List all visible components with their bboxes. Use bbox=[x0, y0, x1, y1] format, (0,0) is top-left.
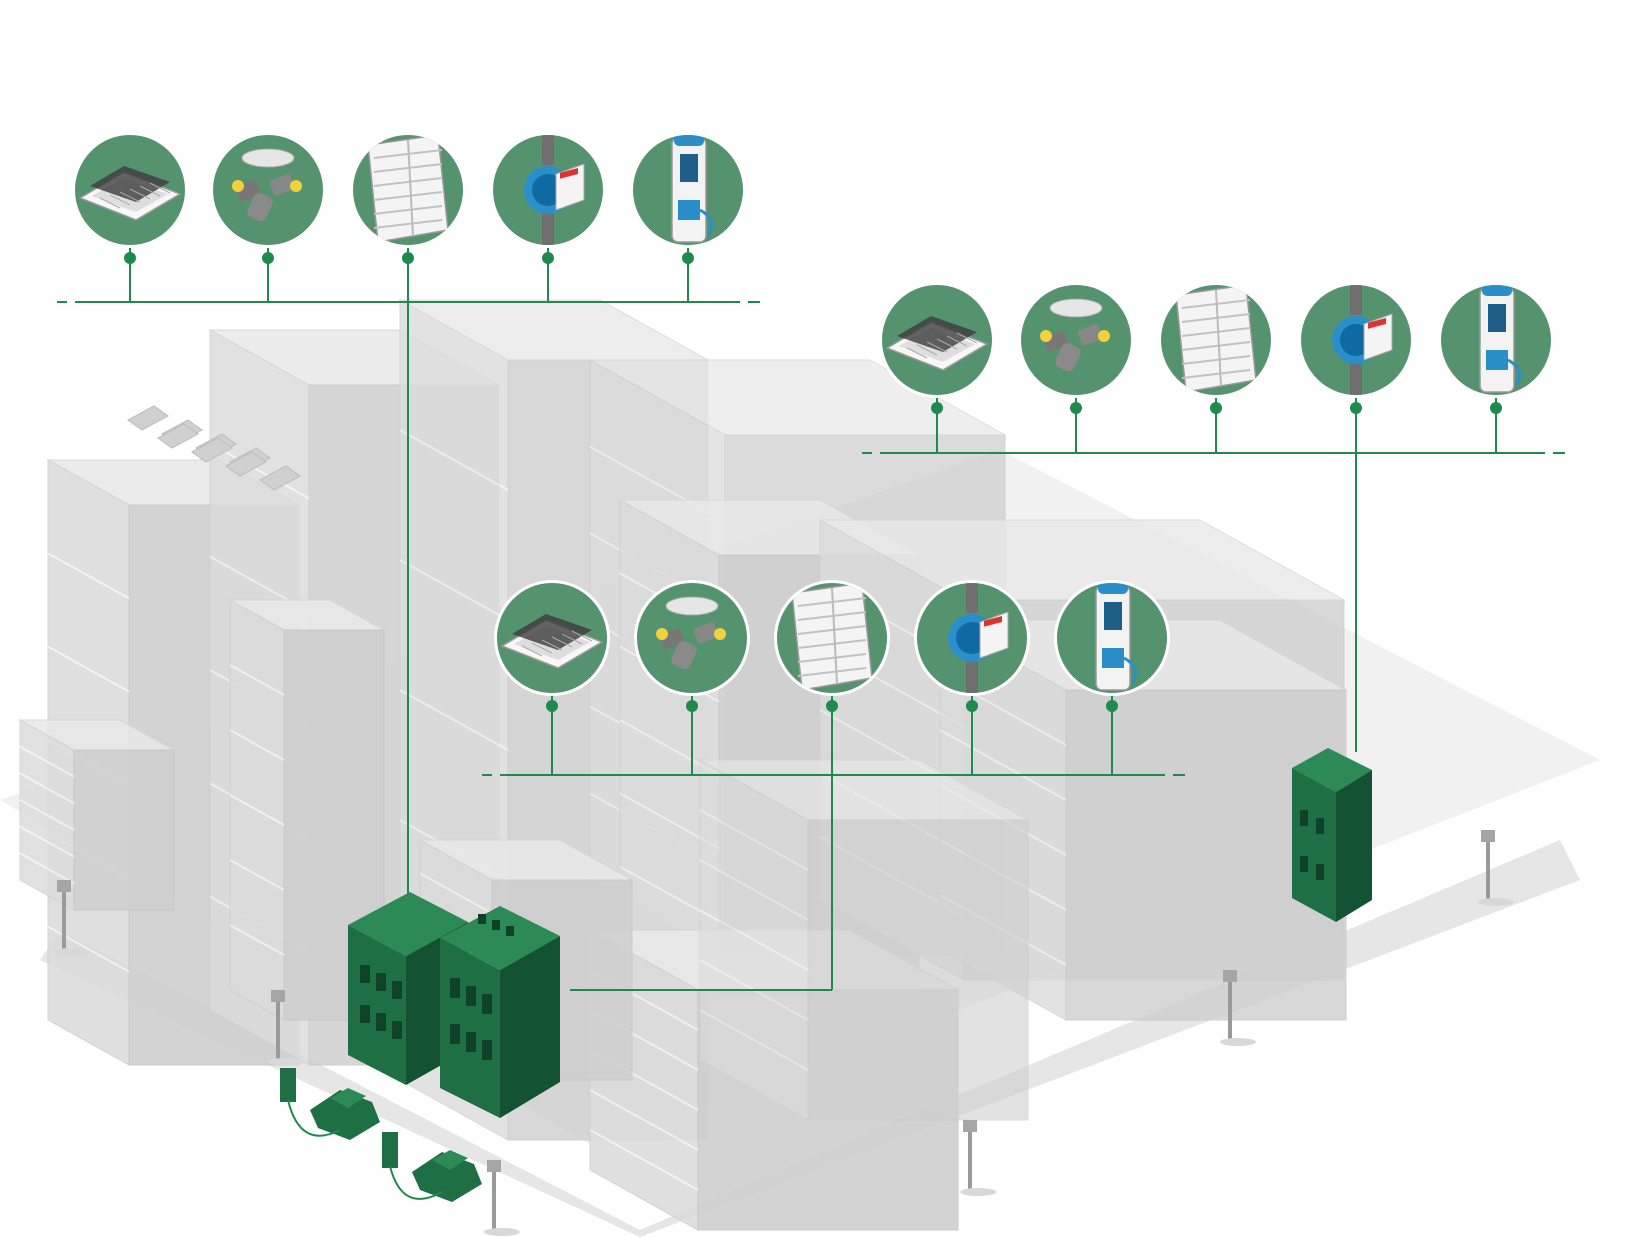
water-meter-icon[interactable] bbox=[490, 132, 606, 252]
ev-charger-icon[interactable] bbox=[1438, 282, 1554, 398]
ceiling-cassette-ac-icon[interactable] bbox=[494, 580, 610, 696]
spotlight-fixture-icon[interactable] bbox=[634, 580, 750, 696]
connected-building-2[interactable] bbox=[1292, 748, 1372, 922]
connector-node bbox=[966, 700, 978, 712]
connector-node bbox=[931, 402, 943, 414]
connector-node bbox=[402, 252, 414, 264]
ceiling-cassette-ac-icon[interactable] bbox=[72, 132, 188, 248]
street-lamp-icon bbox=[1220, 970, 1256, 1046]
ev-charger-icon[interactable] bbox=[1054, 580, 1170, 696]
street-lamp-icon bbox=[484, 1160, 520, 1236]
connector-node bbox=[124, 252, 136, 264]
connector-node bbox=[682, 252, 694, 264]
street-lamp-icon bbox=[54, 880, 90, 956]
connector-node bbox=[1490, 402, 1502, 414]
ev-charging-station-1[interactable] bbox=[280, 1068, 380, 1140]
display-cooler-icon[interactable] bbox=[350, 132, 466, 248]
connection-network bbox=[57, 248, 1565, 991]
ev-charger-icon[interactable] bbox=[630, 132, 746, 248]
connector-node bbox=[1070, 402, 1082, 414]
connector-node bbox=[262, 252, 274, 264]
street-lamp-icon bbox=[1478, 830, 1514, 906]
background-buildings bbox=[18, 299, 1348, 1231]
water-meter-icon[interactable] bbox=[1298, 282, 1414, 402]
device-group-3 bbox=[494, 580, 1170, 700]
connector-node bbox=[686, 700, 698, 712]
bus-line-2 bbox=[862, 398, 1565, 752]
street-lamp-icon bbox=[268, 990, 304, 1066]
connector-node bbox=[1350, 402, 1362, 414]
spotlight-fixture-icon[interactable] bbox=[210, 132, 326, 248]
ceiling-cassette-ac-icon[interactable] bbox=[879, 282, 995, 398]
water-meter-icon[interactable] bbox=[914, 580, 1030, 700]
connector-node bbox=[826, 700, 838, 712]
street-lamp-icon bbox=[960, 1120, 996, 1196]
connector-node bbox=[1106, 700, 1118, 712]
bus-line-3 bbox=[482, 696, 1185, 991]
connector-node bbox=[1210, 402, 1222, 414]
device-groups bbox=[72, 132, 1554, 700]
display-cooler-icon[interactable] bbox=[1158, 282, 1274, 398]
device-group-2 bbox=[879, 282, 1554, 402]
ev-charging-station-2[interactable] bbox=[382, 1132, 482, 1202]
solar-panels bbox=[127, 405, 301, 491]
connected-building-1[interactable] bbox=[348, 892, 560, 1118]
street-lamps bbox=[54, 830, 1514, 1236]
bus-line-1 bbox=[57, 248, 760, 908]
spotlight-fixture-icon[interactable] bbox=[1018, 282, 1134, 398]
connector-node bbox=[542, 252, 554, 264]
display-cooler-icon[interactable] bbox=[774, 580, 890, 696]
connector-node bbox=[546, 700, 558, 712]
device-group-1 bbox=[72, 132, 746, 252]
